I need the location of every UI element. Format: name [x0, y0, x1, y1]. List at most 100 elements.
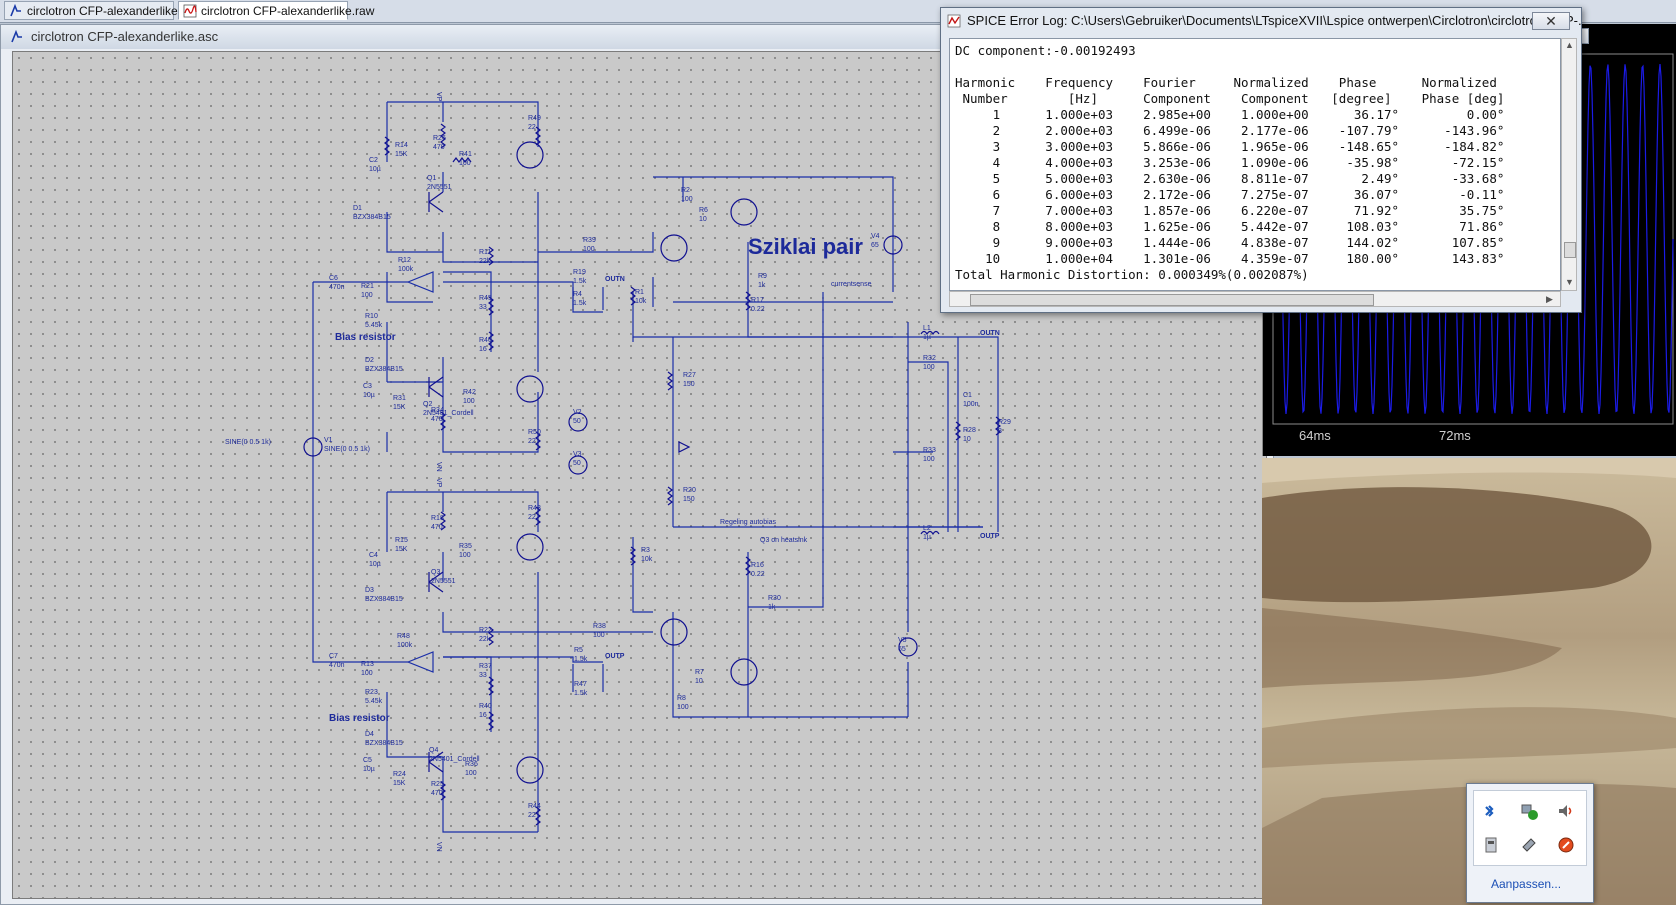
component-value: 100 [361, 670, 373, 677]
network-icon[interactable] [1519, 801, 1539, 821]
component-value: 100 [459, 160, 471, 167]
error-log-close-button[interactable]: ✕ [1532, 12, 1570, 30]
component-ref: L2 [923, 525, 931, 532]
customize-link[interactable]: Aanpassen... [1491, 877, 1562, 891]
component-ref: C1 [963, 392, 972, 399]
component-value: 15K [395, 546, 408, 553]
component-ref: C4 [369, 552, 378, 559]
component-value: 15K [393, 404, 406, 411]
component-value: 1.5k [574, 656, 588, 663]
scroll-up-arrow-icon[interactable]: ▲ [1565, 40, 1574, 50]
component-value: 100 [681, 196, 693, 203]
component-ref: C6 [329, 275, 338, 282]
component-ref: R19 [573, 269, 586, 276]
component-ref: R1 [635, 289, 644, 296]
time-tick-72ms: 72ms [1439, 428, 1471, 443]
component-value: 1.5k [574, 690, 588, 697]
schematic-components [303, 123, 1001, 826]
component-ref: V1 [324, 437, 333, 444]
component-ref: R20 [683, 487, 696, 494]
component-ref: R34 [431, 407, 444, 414]
thd-line: Total Harmonic Distortion: 0.000349%(0.0… [955, 267, 1309, 282]
bluetooth-icon[interactable] [1482, 801, 1502, 821]
component-value: 5.45k [365, 322, 383, 329]
component-ref: R2 [681, 187, 690, 194]
component-value: 10µ [363, 392, 375, 399]
scroll-right-arrow-icon[interactable]: ▶ [1546, 294, 1553, 304]
update-icon[interactable] [1556, 835, 1576, 855]
component-value: 100 [923, 456, 935, 463]
component-value: 33 [479, 672, 487, 679]
tab-schematic[interactable]: circlotron CFP-alexanderlike.asc [4, 1, 200, 20]
volume-icon[interactable] [1556, 801, 1576, 821]
component-ref: R50 [528, 429, 541, 436]
net-vp-1: VP [435, 92, 442, 102]
scroll-down-arrow-icon[interactable]: ▼ [1565, 277, 1574, 287]
harmonic-table: 1 1.000e+03 2.985e+00 1.000e+00 36.17° 0… [955, 107, 1560, 267]
component-value: 10 [695, 678, 703, 685]
component-ref: R48 [397, 633, 410, 640]
component-value: 100 [593, 632, 605, 639]
harmonic-row: 4 4.000e+03 3.253e-06 1.090e-06 -35.98° … [955, 155, 1505, 170]
error-log-horizontal-scrollbar[interactable]: ▶ [949, 291, 1561, 307]
component-ref: V2 [573, 409, 582, 416]
component-value: BZX384B15 [365, 740, 403, 747]
sziklai-heading: Sziklai pair [748, 234, 863, 259]
component-ref: R35 [459, 543, 472, 550]
component-value: 16 [479, 346, 487, 353]
component-ref: R28 [963, 427, 976, 434]
component-value: 65 [898, 646, 906, 653]
component-ref: R39 [583, 237, 596, 244]
usb-icon[interactable] [1519, 835, 1539, 855]
component-ref: R36 [465, 761, 478, 768]
vertical-scroll-thumb[interactable] [1564, 242, 1576, 258]
component-value: BZX384B15 [365, 366, 403, 373]
error-log-text[interactable]: DC component:-0.00192493 Harmonic Freque… [949, 38, 1561, 291]
component-ref: V5 [898, 637, 907, 644]
net-outn-2: OUTN [980, 330, 1000, 337]
component-value: 470 [431, 524, 443, 531]
waveform-icon [183, 4, 197, 18]
error-log-title: SPICE Error Log: C:\Users\Gebruiker\Docu… [967, 13, 1581, 28]
component-ref: R38 [593, 623, 606, 630]
component-value: 100 [465, 770, 477, 777]
net-outp-1: OUTP [605, 653, 625, 660]
harmonic-row: 9 9.000e+03 1.444e-06 4.838e-07 144.02° … [955, 235, 1505, 250]
component-value: 1µ [923, 534, 931, 541]
component-value: 2N5401_Cordell [423, 410, 474, 417]
component-value: 100 [677, 704, 689, 711]
component-value: 2N5551 [431, 578, 456, 585]
harmonic-row: 6 6.000e+03 2.172e-06 7.275e-07 36.07° -… [955, 187, 1505, 202]
net-vp-2: VP [435, 478, 442, 488]
component-value: 470 [431, 416, 443, 423]
component-ref: C3 [363, 383, 372, 390]
component-value: 100 [361, 292, 373, 299]
component-value: 10µ [363, 766, 375, 773]
component-ref: R10 [365, 313, 378, 320]
component-ref: Q1 [427, 175, 436, 182]
component-ref: R22 [479, 627, 492, 634]
component-value: 10µ [369, 561, 381, 568]
component-ref: R33 [923, 447, 936, 454]
tab-waveform[interactable]: circlotron CFP-alexanderlike.raw [178, 1, 374, 20]
component-value: 22 [528, 812, 536, 819]
component-value: 16 [479, 712, 487, 719]
component-ref: D1 [353, 205, 362, 212]
component-ref: R13 [361, 661, 374, 668]
schematic-drawing: R26470R4922R1415KC210µR41100Q12N5551D1BZ… [225, 92, 1011, 852]
component-value: BZX384B15 [353, 214, 391, 221]
component-value: 2N5551 [427, 184, 452, 191]
component-value: 0.22 [751, 306, 765, 313]
component-value: 22 [528, 124, 536, 131]
component-ref: R47 [574, 681, 587, 688]
component-ref: R41 [459, 151, 472, 158]
component-value: 1µ [923, 334, 931, 341]
power-icon[interactable] [1482, 835, 1502, 855]
error-log-vertical-scrollbar[interactable]: ▲ ▼ [1561, 38, 1577, 291]
tray-icon-grid [1473, 790, 1587, 866]
component-value: 470 [433, 144, 445, 151]
horizontal-scroll-thumb[interactable] [970, 294, 1374, 306]
component-value: 470n [329, 284, 345, 291]
component-value: 22 [528, 514, 536, 521]
component-ref: R21 [361, 283, 374, 290]
